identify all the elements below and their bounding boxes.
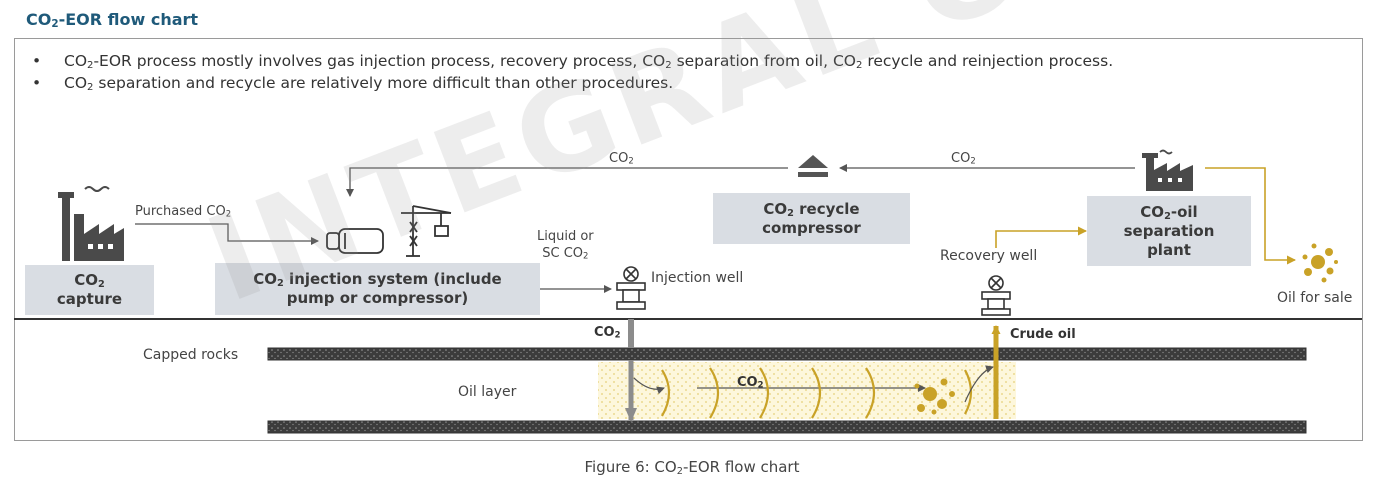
- injection-system-box: CO2 injection system (include pump or co…: [215, 263, 540, 315]
- sweep-arcs: [661, 367, 973, 419]
- oil-layer-label: Oil layer: [458, 384, 517, 400]
- injection-well-label: Injection well: [651, 270, 744, 286]
- co2-injection-label: CO2: [594, 325, 621, 340]
- separation-plant-box: CO2-oil separation plant: [1087, 196, 1251, 266]
- diagram-frame: [14, 38, 1363, 441]
- oil-droplets: [914, 378, 955, 415]
- capped-rock-layer: [267, 347, 1307, 361]
- pump-icon: [326, 228, 384, 254]
- co2-separated-label: CO2: [951, 151, 976, 166]
- compressor-tower-icon: [401, 205, 452, 257]
- injection-wellhead-icon: [616, 266, 646, 310]
- oil-for-sale-label: Oil for sale: [1277, 290, 1353, 306]
- recovery-wellhead-icon: [981, 275, 1011, 316]
- reinjection-arrow: [346, 167, 788, 197]
- bottom-rock-layer: [267, 420, 1307, 434]
- oil-droplets-icon: [1302, 243, 1338, 283]
- compressor-icon: [798, 155, 828, 177]
- recovery-curve-arrow: [964, 365, 994, 403]
- bullet-item: CO2 separation and recycle are relativel…: [30, 72, 1113, 94]
- liquid-sc-co2-label: Liquid or SC CO2: [537, 229, 594, 261]
- oil-sale-arrow: [1205, 167, 1296, 265]
- capped-rocks-label: Capped rocks: [143, 347, 239, 363]
- oil-zone: [598, 362, 1016, 419]
- factory-icon: [1142, 149, 1193, 191]
- factory-icon: [58, 186, 124, 261]
- co2-capture-box: CO2 capture: [25, 265, 154, 315]
- crude-to-plant-arrow: [995, 226, 1087, 248]
- sweep-curve-arrow: [633, 377, 665, 395]
- co2-recycle-label: CO2: [609, 151, 634, 166]
- figure-caption: Figure 6: CO2-EOR flow chart: [584, 458, 800, 477]
- bullet-list: CO2-EOR process mostly involves gas inje…: [30, 50, 1113, 94]
- crude-oil-label: Crude oil: [1010, 327, 1076, 342]
- purchased-co2-label: Purchased CO2: [135, 204, 232, 219]
- purchased-arrow: [135, 223, 319, 245]
- recycle-compressor-box: CO2 recycle compressor: [713, 193, 910, 244]
- co2-layer-label: CO2: [737, 375, 764, 390]
- recovery-well-label: Recovery well: [940, 248, 1038, 264]
- injection-pipe: [628, 319, 634, 348]
- page-title: CO2-EOR flow chart: [26, 10, 199, 31]
- bullet-item: CO2-EOR process mostly involves gas inje…: [30, 50, 1113, 72]
